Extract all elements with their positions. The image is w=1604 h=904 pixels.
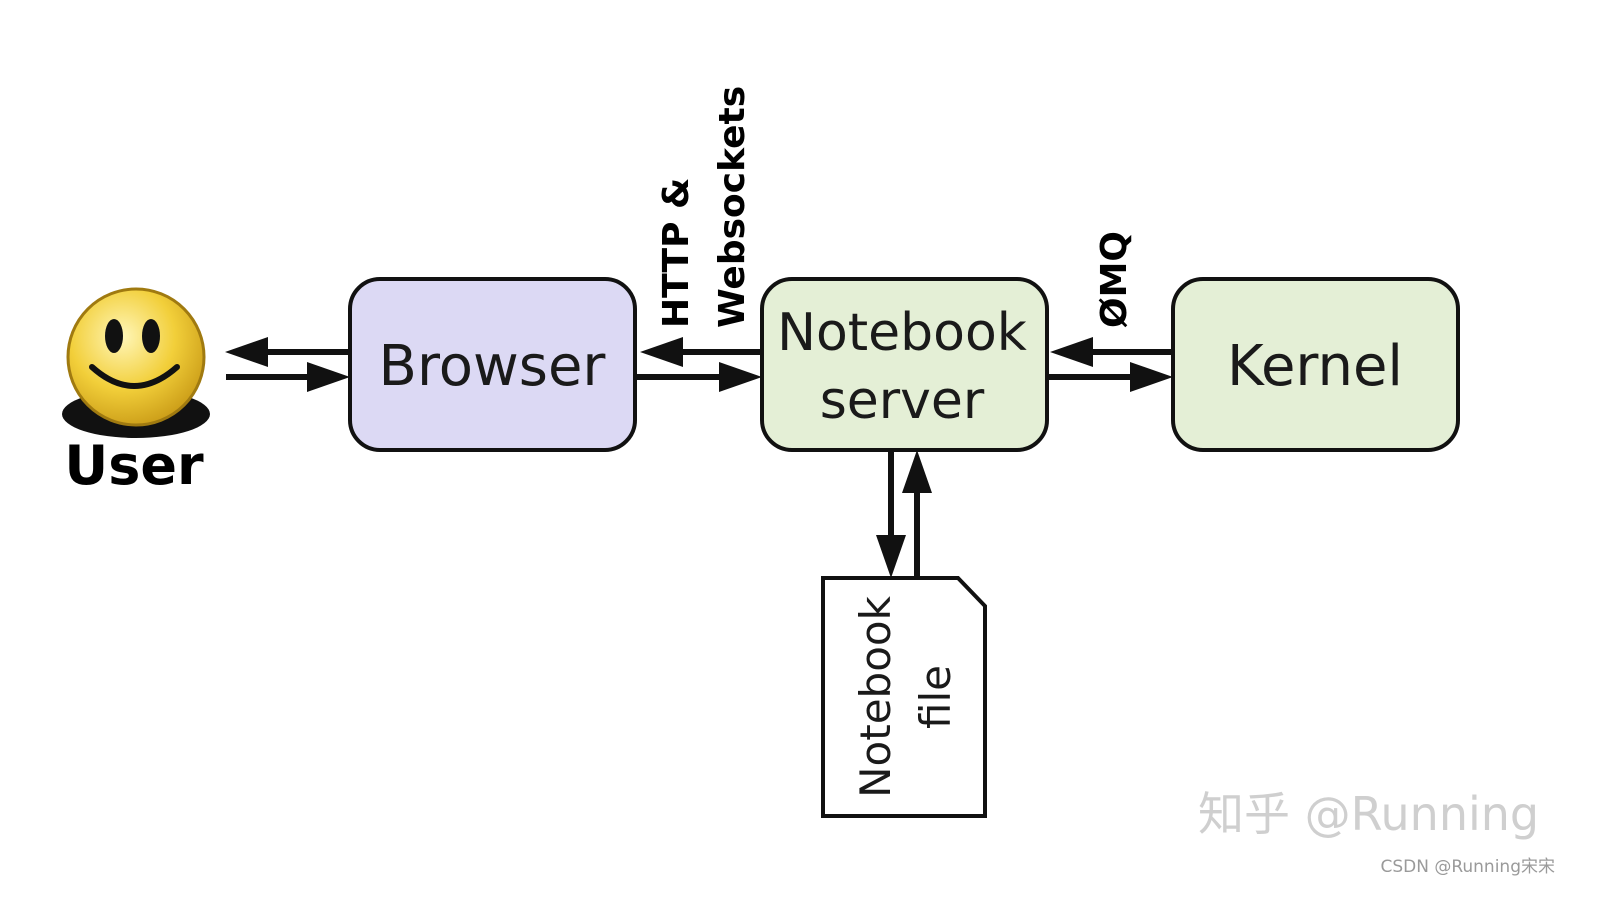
kernel-box [1171, 277, 1460, 452]
server-file-arrows [876, 450, 932, 578]
user-label: User [64, 434, 204, 497]
notebook-server-box [760, 277, 1049, 452]
user-node: User [62, 287, 210, 497]
notebook-file-shape [821, 576, 987, 818]
notebook-file-label-line2: file [911, 665, 960, 729]
http-websockets-label-line2: Websockets [712, 86, 753, 328]
notebook-file-label-line1: Notebook [851, 595, 900, 797]
browser-node: Browser [348, 277, 637, 452]
server-kernel-arrows [1047, 337, 1173, 392]
browser-label: Browser [379, 334, 607, 399]
kernel-node: Kernel [1171, 277, 1460, 452]
browser-box [348, 277, 637, 452]
csdn-watermark: CSDN @Running宋宋 [1380, 857, 1555, 877]
notebook-server-node: Notebook server [760, 277, 1049, 452]
kernel-label: Kernel [1227, 334, 1403, 399]
browser-server-arrows [635, 337, 762, 392]
notebook-file-node: Notebook file [821, 576, 987, 818]
user-browser-arrows [225, 337, 350, 392]
http-websockets-label-line1: HTTP & [656, 178, 697, 328]
zeromq-label: ØMQ [1094, 231, 1135, 328]
zhihu-watermark: 知乎 @Running [1198, 787, 1539, 841]
notebook-server-label-line2: server [820, 371, 985, 431]
smiley-face-icon [66, 287, 206, 427]
notebook-server-label-line1: Notebook [777, 303, 1027, 363]
